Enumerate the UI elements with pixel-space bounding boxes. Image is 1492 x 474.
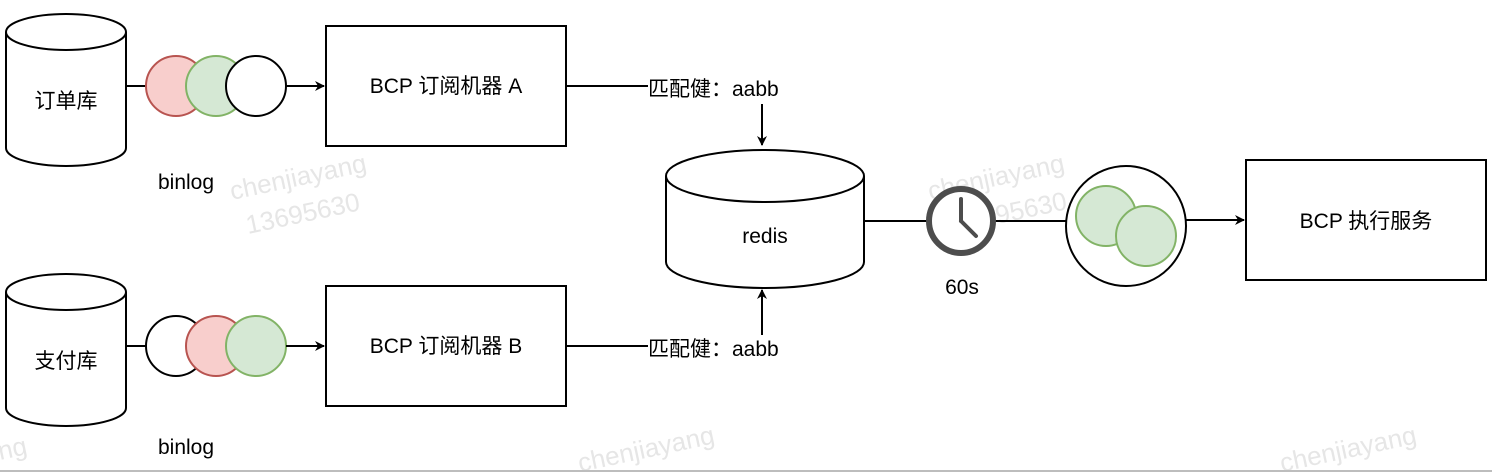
subscriber-b-box: BCP 订阅机器 B [325,285,567,407]
subscriber-a-box: BCP 订阅机器 A [325,25,567,147]
clock-icon [926,186,996,256]
binlog-label-bottom: binlog [158,436,214,459]
watermark-name-4: chenjiayang [1277,420,1419,474]
merged-events [1065,165,1187,287]
watermark-partial: ng [0,431,30,466]
watermark-name-3: chenjiayang [575,420,717,474]
redis-store: redis [665,149,865,289]
payment-database-label: 支付库 [35,350,98,373]
match-key-b-label: 匹配健：aabb [648,338,779,361]
match-key-a-label: 匹配健：aabb [648,78,779,101]
binlog-queue-bottom [145,315,287,377]
event-white [225,55,287,117]
delay-label: 60s [945,276,979,299]
binlog-queue-top [145,55,287,117]
executor-box: BCP 执行服务 [1245,159,1487,281]
redis-label: redis [742,225,788,248]
subscriber-b-label: BCP 订阅机器 B [370,335,522,358]
order-database-label: 订单库 [35,90,98,113]
subscriber-a-label: BCP 订阅机器 A [370,75,522,98]
event-green [225,315,287,377]
executor-label: BCP 执行服务 [1300,210,1433,233]
payment-database: 支付库 [5,273,127,427]
binlog-label-top: binlog [158,171,214,194]
event-green [1115,205,1177,267]
order-database: 订单库 [5,13,127,167]
